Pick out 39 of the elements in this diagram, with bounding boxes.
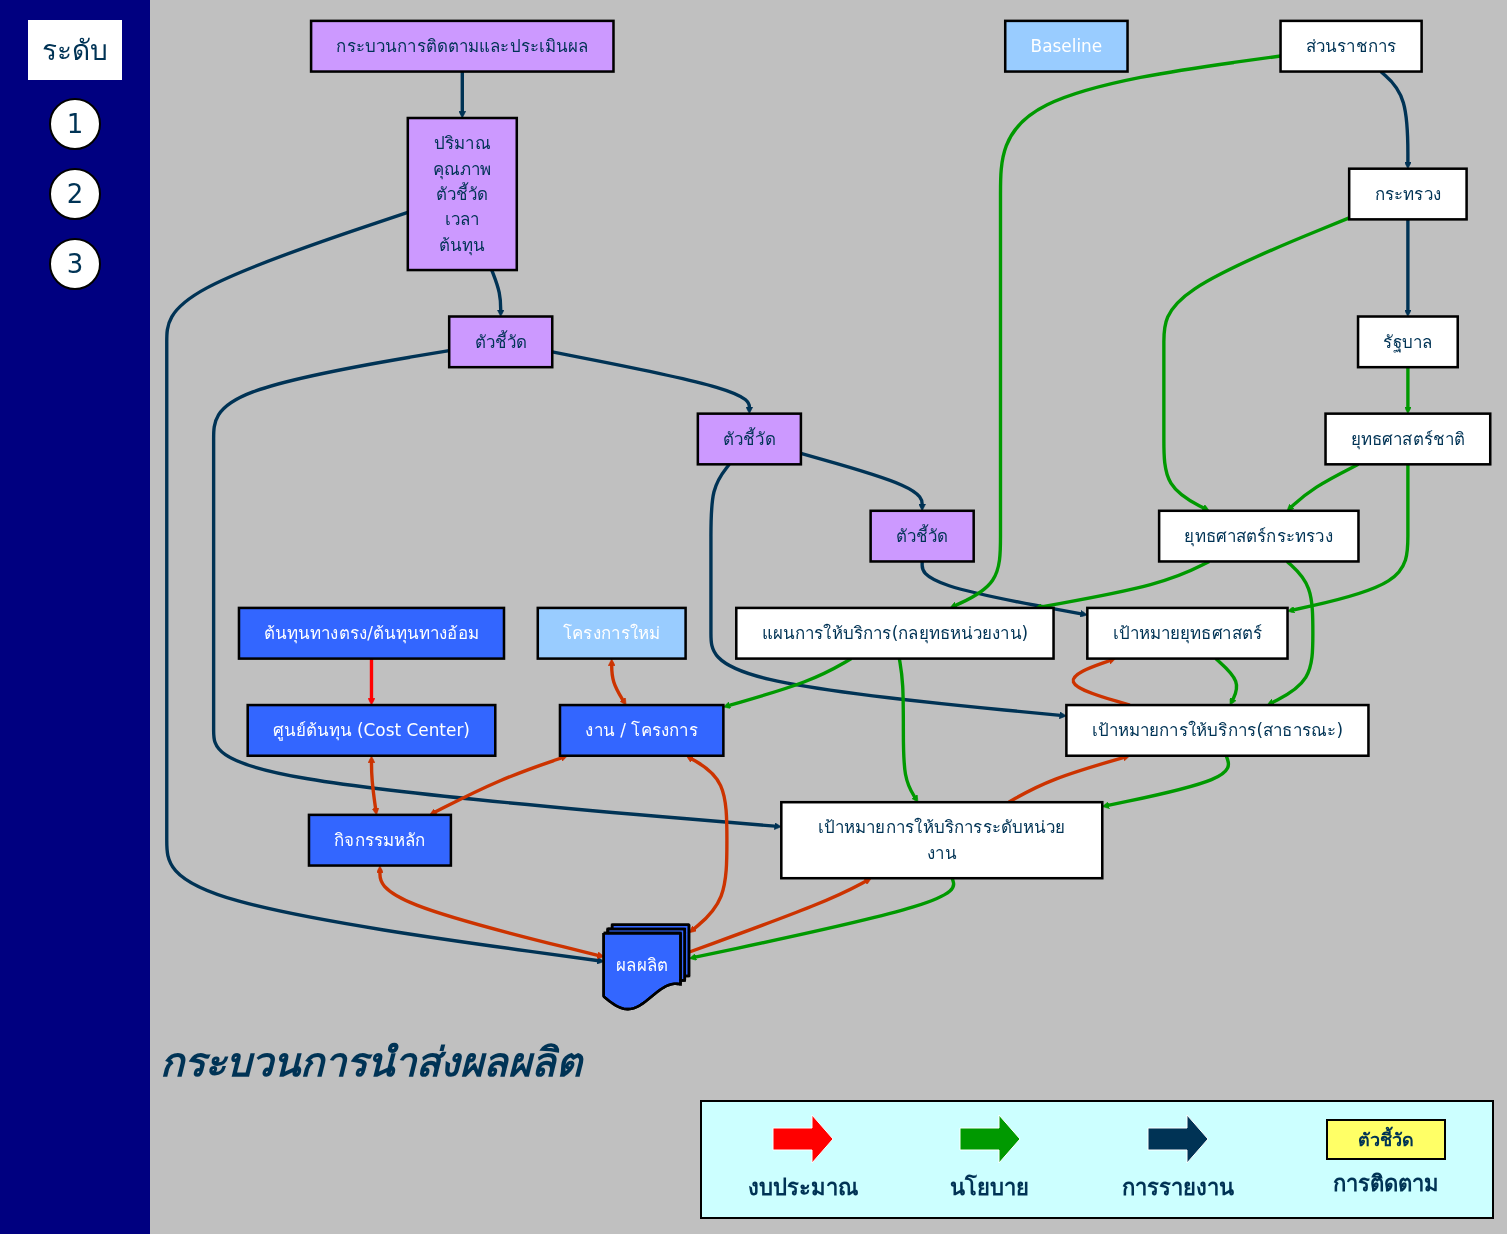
arrow	[367, 658, 376, 706]
legend-label: การรายงาน	[1121, 1174, 1234, 1202]
arrow	[949, 54, 1281, 609]
arrow	[1287, 464, 1410, 614]
node-box: กิจกรรมหลัก	[307, 813, 453, 867]
node-box: ตัวชี้วัด	[447, 315, 554, 369]
node-box: ตัวชี้วัด	[869, 509, 975, 563]
node-box: เป้าหมายการให้บริการระดับหน่วยงาน	[780, 800, 1104, 880]
node-box: ส่วนราชการ	[1279, 19, 1423, 73]
node-box: แผนการให้บริการ(กลยุทธหน่วยงาน)	[735, 606, 1055, 660]
level-heading: ระดับ	[28, 20, 122, 80]
arrow	[686, 755, 729, 933]
node-box: Baseline	[1003, 19, 1129, 73]
caption: กระบวนการนำส่งผลผลิต	[160, 1038, 582, 1087]
arrow	[920, 561, 1088, 618]
node-box: ปริมาณ คุณภาพ ตัวชี้วัด เวลา ต้นทุน	[406, 116, 519, 272]
legend-label: นโยบาย	[950, 1173, 1030, 1202]
arrow	[897, 658, 919, 803]
node-box: ต้นทุนทางตรง/ต้นทุนทางอ้อม	[237, 606, 506, 660]
node-box: ยุทธศาสตร์ชาติ	[1324, 412, 1492, 466]
node-box: ยุทธศาสตร์กระทรวง	[1157, 509, 1360, 563]
node-box: รัฐบาล	[1356, 315, 1459, 369]
node-box: ตัวชี้วัด	[696, 412, 803, 466]
arrow	[458, 71, 466, 119]
node-box: งาน / โครงการ	[558, 703, 725, 757]
arrow	[1101, 755, 1231, 809]
arrow	[211, 348, 782, 830]
node-box: กระบวนการติดตามและประเมินผล	[309, 19, 615, 73]
node-box: เป้าหมายการให้บริการ(สาธารณะ)	[1065, 703, 1370, 757]
arrow	[607, 658, 627, 706]
arrow	[1404, 219, 1412, 317]
node-box: โครงการใหม่	[536, 606, 687, 660]
legend-label: งบประมาณ	[748, 1174, 859, 1202]
node-box: กระทรวง	[1347, 167, 1468, 221]
arrow	[1404, 367, 1412, 414]
node-box: ศูนย์ต้นทุน (Cost Center)	[246, 703, 497, 757]
node-box: เป้าหมายยุทธศาสตร์	[1086, 606, 1289, 660]
legend-label: การติดตาม	[1332, 1169, 1439, 1198]
legend-swatch: ตัวชี้วัด	[1325, 1118, 1446, 1160]
